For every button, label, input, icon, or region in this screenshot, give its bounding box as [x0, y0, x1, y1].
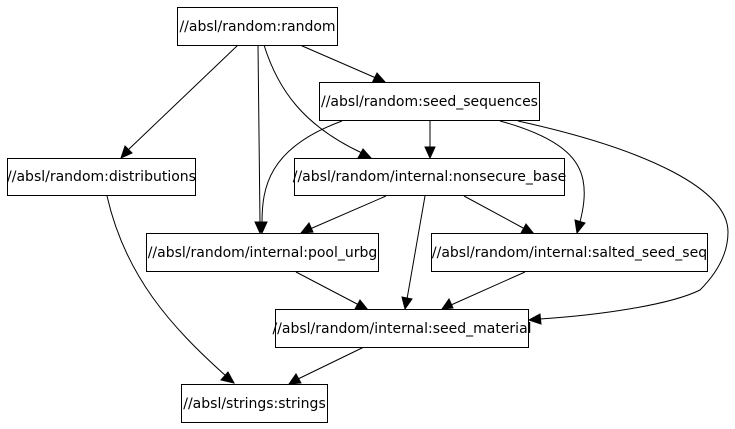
edge-random-to-distributions: [120, 44, 239, 159]
edge-nonsecure-base-to-seed-material: [401, 195, 426, 311]
edge-nonsecure-base-to-pool-urbg: [299, 195, 387, 234]
edge-random-to-pool-urbg: [254, 44, 266, 235]
node-pool-urbg[interactable]: //absl/random/internal:pool_urbg: [146, 233, 379, 272]
node-label: //absl/random:seed_sequences: [321, 94, 538, 110]
edge-salted-seed-seq-to-seed-material: [440, 271, 526, 310]
node-nonsecure-base[interactable]: //absl/random/internal:nonsecure_base: [293, 158, 566, 196]
node-label: //absl/random/internal:nonsecure_base: [293, 169, 566, 185]
node-strings[interactable]: //absl/strings:strings: [181, 384, 328, 423]
node-distributions[interactable]: //absl/random:distributions: [7, 158, 196, 196]
node-label: //absl/random:distributions: [7, 169, 196, 185]
edge-nonsecure-base-to-salted-seed-seq: [463, 195, 536, 235]
edge-random-to-seed-sequences: [299, 44, 387, 84]
node-label: //absl/strings:strings: [183, 396, 325, 412]
edges: [106, 44, 729, 385]
edge-seed-sequences-to-seed-material: [517, 120, 729, 325]
node-label: //absl/random:random: [179, 19, 335, 35]
edge-pool-urbg-to-seed-material: [295, 271, 370, 311]
node-seed-material[interactable]: //absl/random/internal:seed_material: [272, 309, 532, 348]
edge-seed-material-to-strings: [287, 346, 365, 385]
node-label: //absl/random/internal:pool_urbg: [148, 245, 378, 261]
edge-distributions-to-strings: [106, 195, 235, 384]
edge-seed-sequences-to-nonsecure-base: [424, 121, 436, 160]
edge-seed-sequences-to-pool-urbg: [256, 120, 343, 235]
node-label: //absl/random/internal:seed_material: [272, 321, 531, 337]
node-salted-seed-seq[interactable]: //absl/random/internal:salted_seed_seq: [431, 233, 708, 272]
edge-seed-sequences-to-salted-seed-seq: [499, 120, 586, 235]
node-random[interactable]: //absl/random:random: [177, 7, 338, 46]
node-seed-sequences[interactable]: //absl/random:seed_sequences: [319, 82, 540, 121]
node-label: //absl/random/internal:salted_seed_seq: [432, 245, 707, 261]
